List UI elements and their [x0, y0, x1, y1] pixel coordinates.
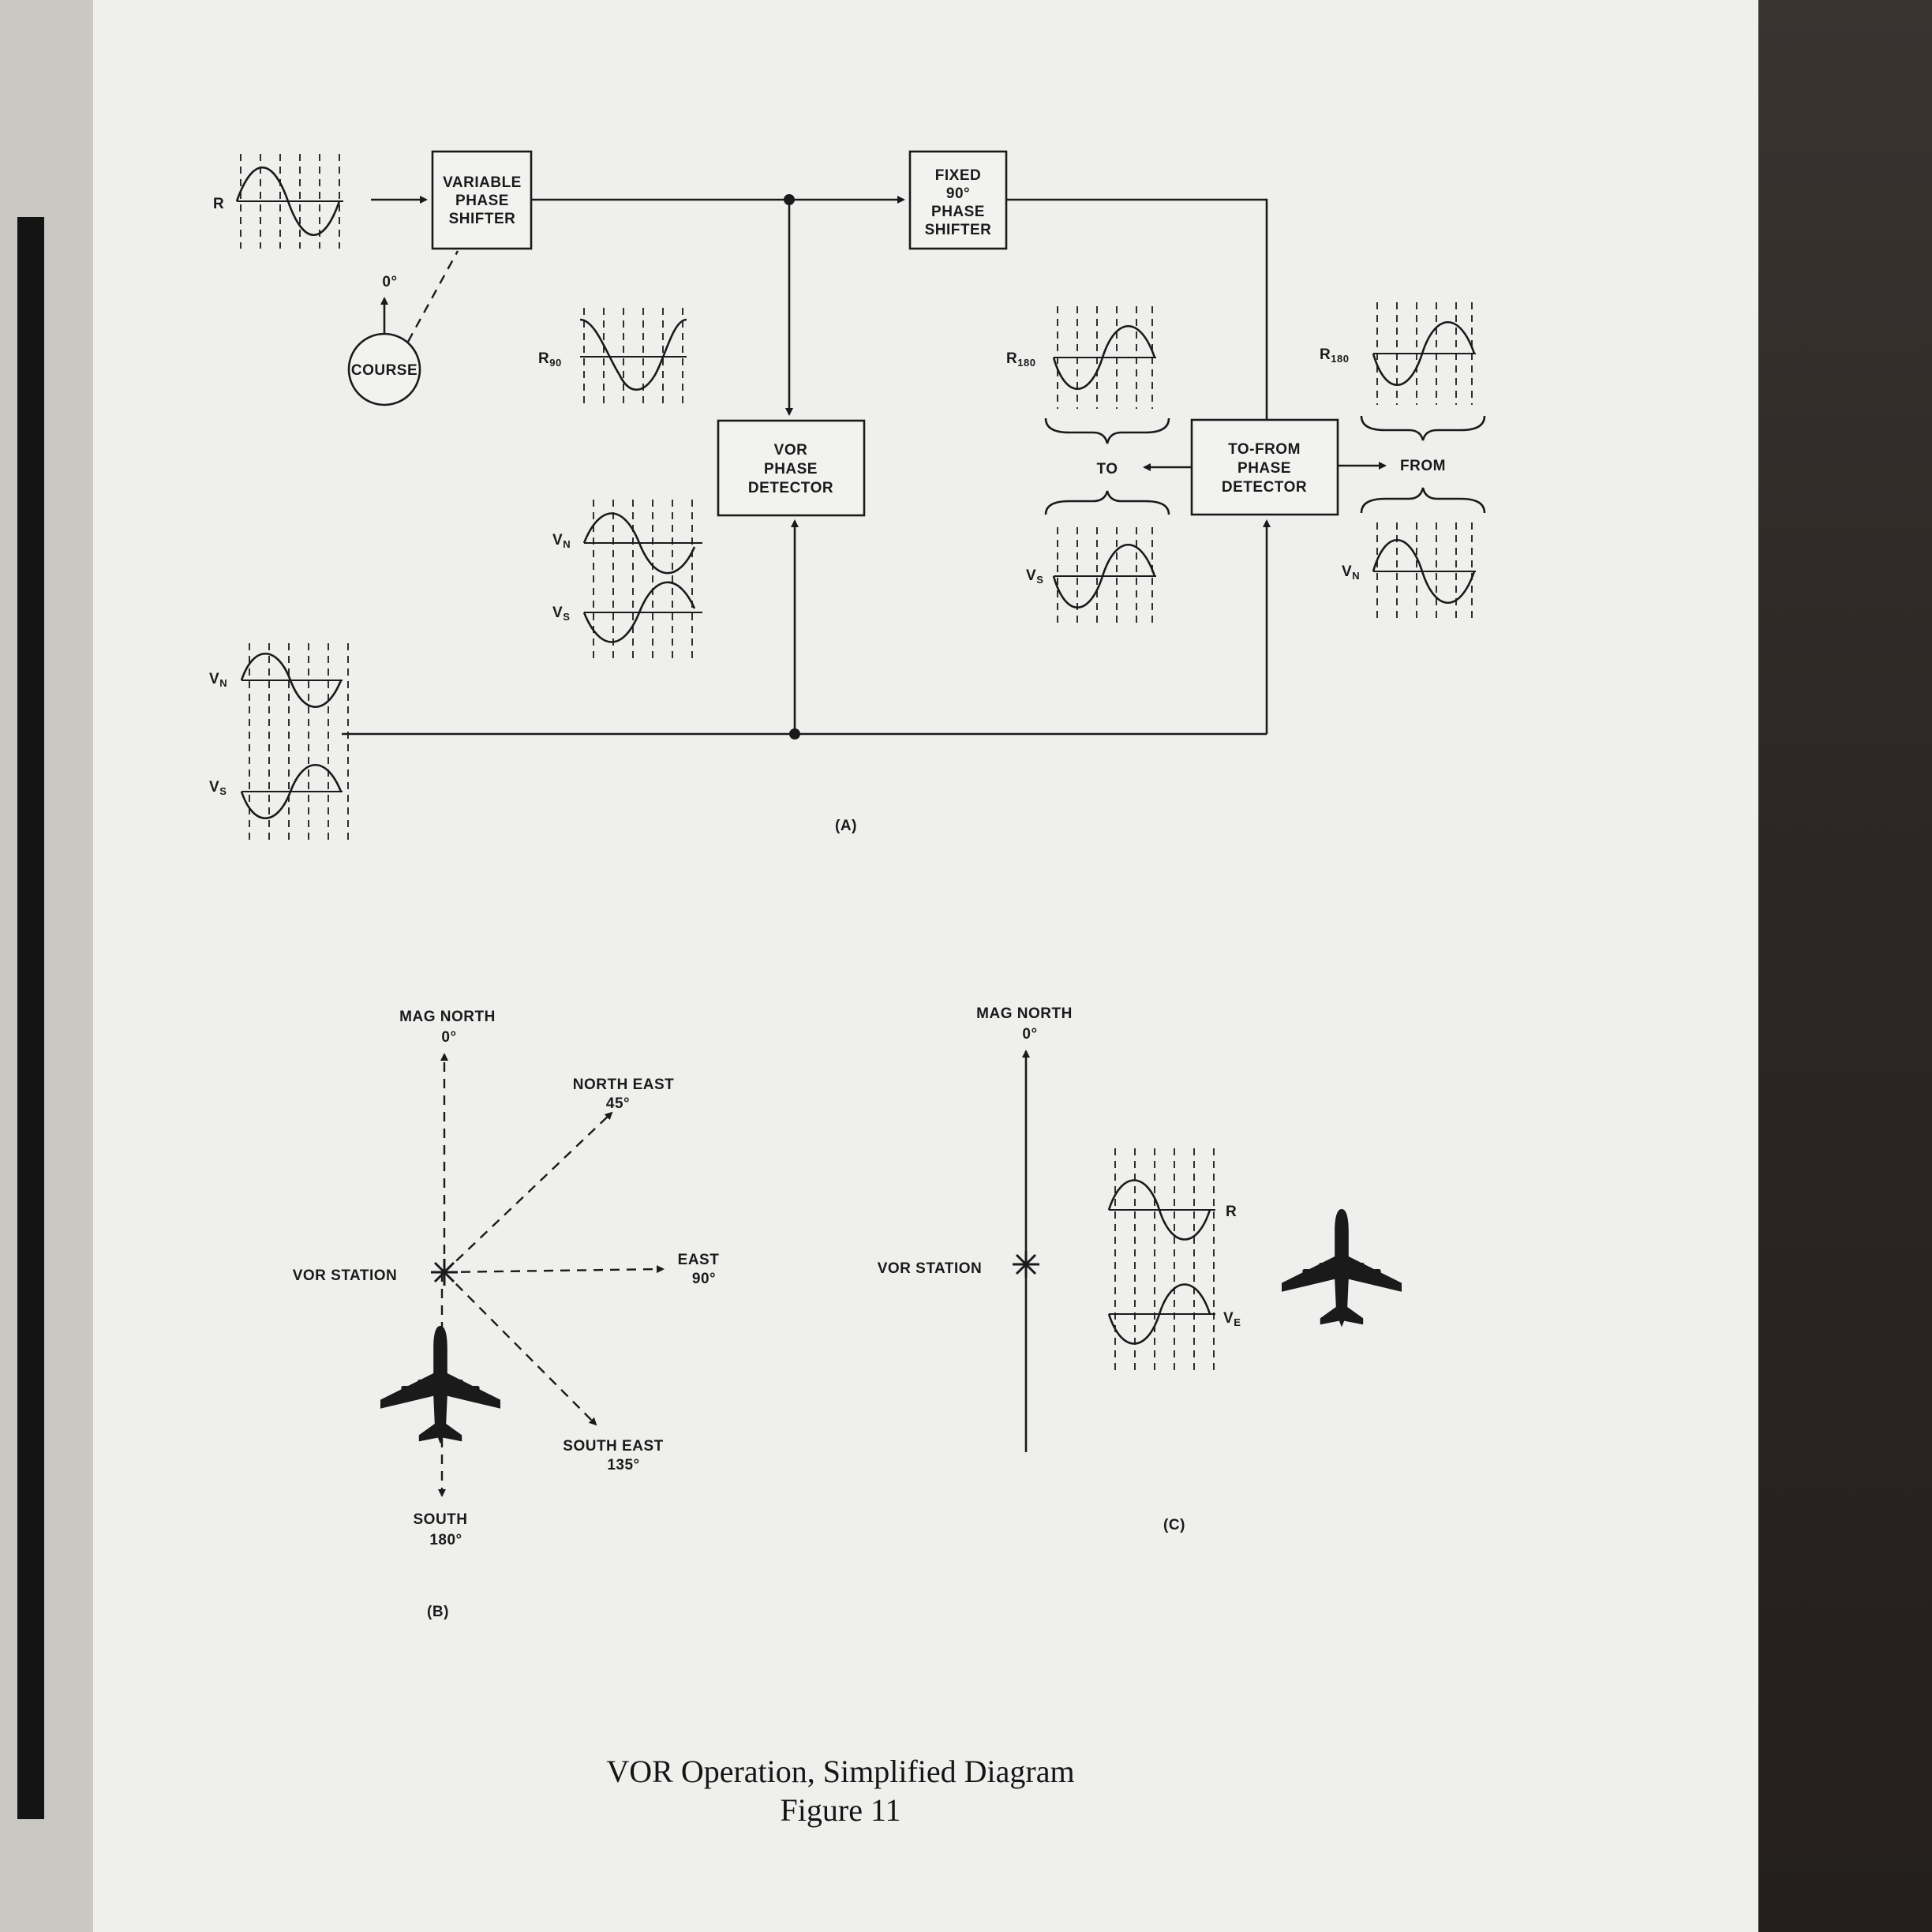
waveform-vn-vs-left — [240, 643, 349, 841]
panel-b: MAG NORTH 0° NORTH EAST 45° EAST 90° SOU… — [293, 1009, 720, 1620]
label-vn-from: VN — [1342, 564, 1360, 582]
brace-to-top — [1044, 417, 1170, 444]
course-knob — [347, 332, 421, 406]
waveform-r90 — [579, 308, 687, 406]
fixed-phase-shifter-line2: 90° — [946, 185, 970, 202]
b-north-east-deg: 45° — [606, 1095, 630, 1112]
document-page — [93, 0, 1758, 1932]
c-vor-station: VOR STATION — [878, 1260, 983, 1277]
vor-phase-detector-line3: DETECTOR — [748, 480, 833, 496]
course-link — [406, 250, 459, 343]
waveform-vs-to — [1052, 527, 1156, 626]
b-east: EAST — [678, 1252, 720, 1268]
c-label-ve: VE — [1223, 1310, 1241, 1328]
c-waveforms — [1107, 1148, 1215, 1373]
label-vs-left: VS — [209, 779, 227, 797]
label-vn-middle: VN — [552, 532, 571, 550]
label-r: R — [213, 196, 224, 212]
waveform-vn-vs-middle — [582, 500, 702, 661]
fixed-phase-shifter-line4: SHIFTER — [925, 222, 992, 238]
to-from-phase-detector-box — [1190, 418, 1339, 516]
b-southeast-vector — [444, 1271, 597, 1426]
label-r90: R90 — [538, 350, 562, 369]
c-station-star-icon — [1013, 1251, 1039, 1278]
background-table — [1748, 0, 1932, 1932]
b-northeast-vector — [444, 1111, 613, 1273]
label-r180-from: R180 — [1320, 346, 1349, 365]
label-vs-to: VS — [1026, 567, 1043, 586]
waveform-vn-from — [1372, 522, 1476, 621]
figure-caption-number: Figure 11 — [781, 1792, 901, 1828]
to-from-phase-detector-line3: DETECTOR — [1222, 479, 1307, 496]
b-south: SOUTH — [414, 1511, 468, 1528]
vor-phase-detector-line2: PHASE — [764, 461, 818, 477]
b-airplane-icon — [380, 1326, 500, 1444]
b-north-east: NORTH EAST — [573, 1076, 675, 1093]
b-east-vector — [444, 1265, 665, 1274]
label-r180-to: R180 — [1006, 350, 1035, 369]
b-mag-north: MAG NORTH — [399, 1009, 496, 1025]
b-south-deg: 180° — [429, 1532, 462, 1548]
line-fixed-to-tofrom — [1006, 198, 1271, 444]
b-east-deg: 90° — [692, 1271, 716, 1287]
brace-from-bottom — [1360, 487, 1486, 514]
c-mag-north-deg: 0° — [1022, 1026, 1037, 1043]
course-knob-label: COURSE — [351, 362, 417, 379]
b-vor-station: VOR STATION — [293, 1267, 398, 1284]
course-angle: 0° — [382, 274, 397, 290]
waveform-r — [235, 154, 343, 249]
figure-caption-title: VOR Operation, Simplified Diagram — [606, 1754, 1074, 1789]
c-mag-north: MAG NORTH — [976, 1005, 1073, 1022]
variable-phase-shifter-line2: PHASE — [455, 193, 509, 209]
fixed-phase-shifter-line1: FIXED — [935, 167, 981, 184]
b-mag-north-deg: 0° — [441, 1029, 456, 1046]
vor-phase-detector-box — [717, 419, 866, 517]
panel-c: MAG NORTH 0° VOR STATION R VE (C) — [878, 1005, 1402, 1533]
label-from: FROM — [1400, 458, 1446, 474]
to-from-phase-detector-line2: PHASE — [1237, 460, 1291, 477]
b-south-east: SOUTH EAST — [563, 1438, 663, 1455]
variable-phase-shifter-line1: VARIABLE — [443, 174, 522, 191]
c-label-r: R — [1226, 1204, 1237, 1220]
b-south-east-deg: 135° — [607, 1457, 639, 1473]
fixed-phase-shifter-line3: PHASE — [931, 204, 985, 220]
label-vn-left: VN — [209, 671, 227, 689]
panel-c-label: (C) — [1163, 1517, 1185, 1533]
brace-to-bottom — [1044, 490, 1170, 515]
c-airplane-icon — [1282, 1209, 1402, 1327]
to-from-phase-detector-line1: TO-FROM — [1228, 441, 1301, 458]
waveform-r180-to — [1052, 306, 1156, 409]
brace-from-top — [1360, 415, 1486, 441]
label-to: TO — [1096, 461, 1118, 477]
binding-edge — [17, 217, 44, 1819]
vor-phase-detector-line1: VOR — [774, 442, 808, 459]
b-station-star-icon — [431, 1259, 458, 1286]
waveform-r180-from — [1372, 302, 1476, 405]
panel-a: R VARIABLE PHASE SHIFTER COURSE 0° FIXED… — [209, 150, 1486, 841]
variable-phase-shifter-line3: SHIFTER — [449, 211, 516, 227]
label-vs-middle: VS — [552, 605, 570, 623]
panel-b-label: (B) — [427, 1604, 449, 1620]
panel-a-label: (A) — [835, 818, 857, 834]
